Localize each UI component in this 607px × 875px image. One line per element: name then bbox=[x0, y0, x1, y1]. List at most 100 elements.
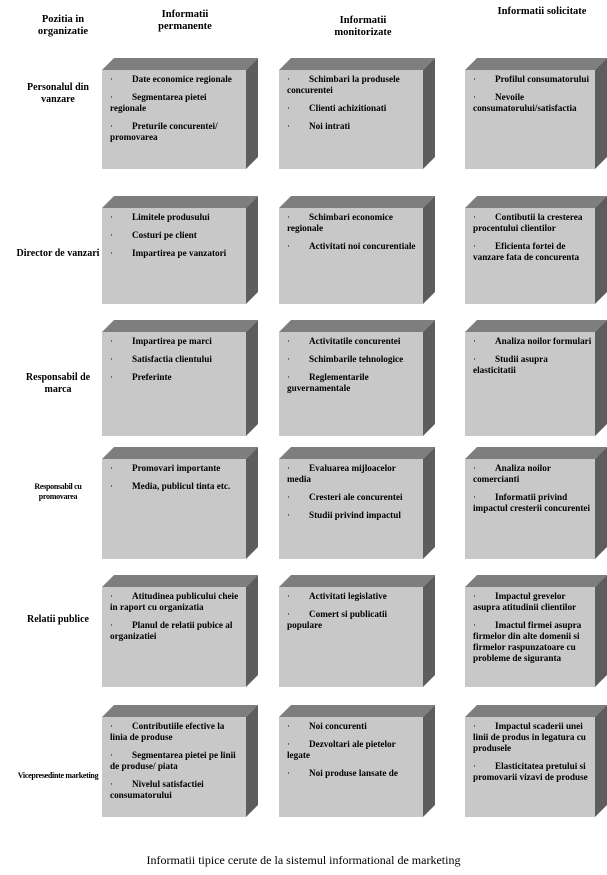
list-item: ·Reglementarile guvernamentale bbox=[287, 372, 420, 394]
list-item: ·Activitati legislative bbox=[287, 591, 420, 602]
list-item-text: Promovari importante bbox=[132, 463, 221, 473]
list-item-text: Impartirea pe vanzatori bbox=[132, 248, 227, 258]
list-item-text: Reglementarile guvernamentale bbox=[287, 372, 369, 393]
box-side-face bbox=[423, 320, 435, 436]
list-item-text: Costuri pe client bbox=[132, 230, 197, 240]
box-top-face bbox=[102, 447, 258, 459]
list-item-text: Clienti achizitionati bbox=[309, 103, 387, 113]
bullet-icon: · bbox=[287, 463, 291, 473]
diagram-caption: Informatii tipice cerute de la sistemul … bbox=[146, 853, 461, 867]
box-top-face bbox=[279, 196, 435, 208]
box-side-face bbox=[595, 320, 607, 436]
box-side-face bbox=[423, 196, 435, 304]
list-item-text: Imactul firmei asupra firmelor din alte … bbox=[473, 620, 582, 663]
box-top-face bbox=[279, 447, 435, 459]
box-top-face bbox=[465, 58, 607, 70]
list-item: ·Schimbarile tehnologice bbox=[287, 354, 420, 365]
bullet-icon: · bbox=[110, 212, 114, 222]
box-top-face bbox=[102, 705, 258, 717]
list-item: ·Noi produse lansate de bbox=[287, 768, 420, 779]
list-item-text: Segmentarea pietei regionale bbox=[110, 92, 207, 113]
list-item: · Media, publicul tinta etc. bbox=[110, 481, 243, 492]
bullet-icon: · bbox=[287, 591, 291, 601]
box-top-face bbox=[465, 447, 607, 459]
bullet-icon: · bbox=[110, 779, 114, 789]
cell-permanent: ·Atitudinea publicului cheie in raport c… bbox=[102, 575, 258, 687]
list-item-text: Evaluarea mijloacelor media bbox=[287, 463, 396, 484]
list-item-text: Schimbari economice regionale bbox=[287, 212, 393, 233]
list-item-text: Eficienta fortei de vanzare fata de conc… bbox=[473, 241, 580, 262]
box-side-face bbox=[595, 447, 607, 559]
bullet-icon: · bbox=[110, 336, 114, 346]
list-item-text: Impactul scaderii unei linii de produs i… bbox=[473, 721, 586, 753]
list-item-text: Contibutii la cresterea procentului clie… bbox=[473, 212, 583, 233]
bullet-icon: · bbox=[287, 609, 291, 619]
list-item: ·Segmentarea pietei pe linii de produse/… bbox=[110, 750, 243, 772]
list-item: · Impartirea pe vanzatori bbox=[110, 248, 243, 259]
box-side-face bbox=[595, 58, 607, 169]
bullet-icon: · bbox=[110, 750, 114, 760]
bullet-icon: · bbox=[110, 481, 114, 491]
box-front-face: ·Impactul scaderii unei linii de produs … bbox=[465, 717, 595, 817]
box-side-face bbox=[423, 58, 435, 169]
list-item: ·Planul de relatii pubice al organizatie… bbox=[110, 620, 243, 642]
box-top-face bbox=[465, 320, 607, 332]
box-front-face: ·Impactul grevelor asupra atitudinii cli… bbox=[465, 587, 595, 687]
box-top-face bbox=[102, 320, 258, 332]
bullet-icon: · bbox=[287, 121, 291, 131]
bullet-icon: · bbox=[287, 372, 291, 382]
list-item-text: Cresteri ale concurentei bbox=[309, 492, 403, 502]
bullet-icon: · bbox=[287, 212, 291, 222]
bullet-icon: · bbox=[110, 463, 114, 473]
box-front-face: ·Schimbari economice regionale· Activitat… bbox=[279, 208, 423, 304]
box-top-face bbox=[465, 705, 607, 717]
list-item-text: Preturile concurentei/ promovarea bbox=[110, 121, 218, 142]
bullet-icon: · bbox=[473, 463, 477, 473]
list-item-text: Activitati noi concurentiale bbox=[309, 241, 416, 251]
bullet-icon: · bbox=[473, 336, 477, 346]
box-side-face bbox=[246, 58, 258, 169]
bullet-icon: · bbox=[473, 212, 477, 222]
row-label: Responsabil cu promovarea bbox=[34, 482, 82, 501]
list-item-text: Segmentarea pietei pe linii de produse/ … bbox=[110, 750, 236, 771]
list-item: ·Imactul firmei asupra firmelor din alte… bbox=[473, 620, 592, 664]
box-top-face bbox=[279, 575, 435, 587]
list-item: ·Contibutii la cresterea procentului cli… bbox=[473, 212, 592, 234]
list-item-text: Elasticitatea pretului si promovarii viz… bbox=[473, 761, 588, 782]
position-header: Pozitia in organizatie bbox=[37, 14, 89, 37]
list-item-text: Limitele produsului bbox=[132, 212, 210, 222]
cell-requested: ·Profilul consumatorului·Nevoile consuma… bbox=[465, 58, 607, 169]
list-item-text: Noi produse lansate de bbox=[309, 768, 398, 778]
list-item: · Preferinte bbox=[110, 372, 243, 383]
cell-requested: ·Impactul grevelor asupra atitudinii cli… bbox=[465, 575, 607, 687]
box-top-face bbox=[102, 196, 258, 208]
list-item-text: Studii privind impactul bbox=[309, 510, 401, 520]
list-item-text: Planul de relatii pubice al organizatiei bbox=[110, 620, 233, 641]
list-item: ·Impactul grevelor asupra atitudinii cli… bbox=[473, 591, 592, 613]
box-top-face bbox=[465, 196, 607, 208]
bullet-icon: · bbox=[110, 591, 114, 601]
list-item: ·Studii privind impactul bbox=[287, 510, 420, 521]
bullet-icon: · bbox=[110, 248, 114, 258]
list-item: · Limitele produsului bbox=[110, 212, 243, 223]
list-item-text: Preferinte bbox=[132, 372, 172, 382]
cell-monitored: ·Activitatile concurentei·Schimbarile te… bbox=[279, 320, 435, 436]
bullet-icon: · bbox=[110, 372, 114, 382]
list-item-text: Media, publicul tinta etc. bbox=[132, 481, 231, 491]
list-item: ·Date economice regionale bbox=[110, 74, 243, 85]
row-label: Relatii publice bbox=[27, 614, 89, 625]
box-front-face: ·Analiza noilor comercianti·Informatii p… bbox=[465, 459, 595, 559]
list-item: ·Impartirea pe marci bbox=[110, 336, 243, 347]
bullet-icon: · bbox=[473, 92, 477, 102]
row-label: Director de vanzari bbox=[16, 248, 100, 259]
cell-monitored: ·Schimbari la produsele concurentei·Clie… bbox=[279, 58, 435, 169]
cell-permanent: · Promovari importante · Media, publicul ti… bbox=[102, 447, 258, 559]
list-item: ·Nevoile consumatorului/satisfactia bbox=[473, 92, 592, 114]
list-item: ·Schimbari economice regionale bbox=[287, 212, 420, 234]
list-item-text: Analiza noilor formulari bbox=[495, 336, 592, 346]
cell-monitored: ·Noi concurenti·Dezvoltari ale pietelor … bbox=[279, 705, 435, 817]
list-item: ·Eficienta fortei de vanzare fata de con… bbox=[473, 241, 592, 263]
list-item: ·Studii asupra elasticitatii bbox=[473, 354, 592, 376]
box-side-face bbox=[246, 447, 258, 559]
bullet-icon: · bbox=[287, 721, 291, 731]
